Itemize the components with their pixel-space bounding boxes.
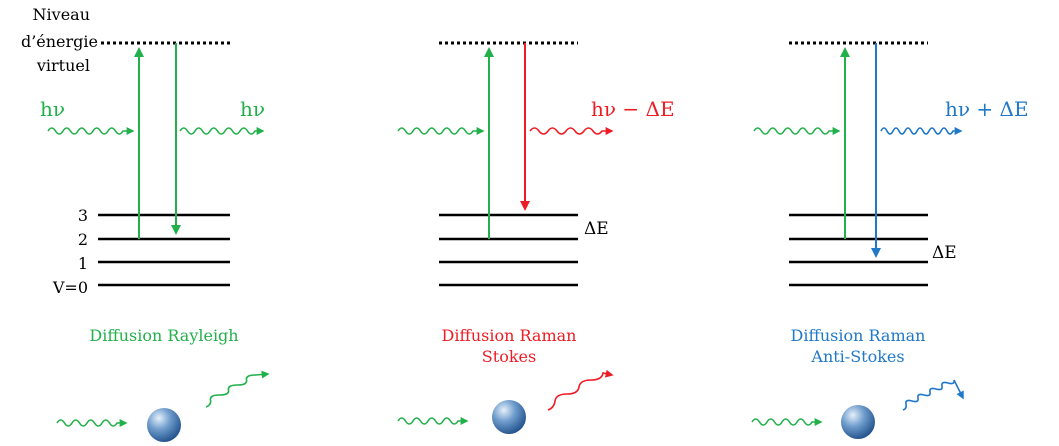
virtual-level-label: Niveau d’énergie virtuel (21, 5, 98, 75)
stokes-photon-label: hν − ΔE (591, 97, 675, 121)
virtual-level-label-line3: virtuel (36, 56, 90, 75)
incident-photon-wave (397, 127, 485, 135)
virtual-level-label-line1: Niveau (33, 5, 90, 24)
molecule-scattered-wave (902, 379, 964, 411)
molecule-incident-wave (751, 418, 823, 426)
incident-photon-wave (47, 127, 135, 135)
level-labels: 3 2 1 V=0 (52, 206, 88, 297)
rayleigh-title: Diffusion Rayleigh (89, 326, 238, 345)
scattered-photon-wave (529, 127, 614, 135)
delta-e-label: ΔE (932, 243, 957, 263)
virtual-level-label-line2: d’énergie (21, 32, 98, 51)
delta-e-label: ΔE (584, 219, 609, 239)
rayleigh-panel: hν hν Diffusion Rayleigh (40, 41, 270, 442)
antistokes-title-line1: Diffusion Raman (791, 326, 926, 345)
molecule-incident-wave (56, 419, 128, 427)
molecule-scattered-wave (205, 370, 270, 408)
molecule-sphere (841, 405, 875, 439)
scattered-photon-wave (179, 127, 265, 135)
level-label-1: 1 (78, 254, 88, 273)
molecule-sphere (147, 408, 181, 442)
antistokes-photon-label: hν + ΔE (945, 97, 1029, 121)
incident-photon-wave (753, 127, 841, 135)
scattered-photon-wave (880, 127, 963, 135)
level-label-2: 2 (78, 230, 88, 249)
level-label-3: 3 (78, 206, 88, 225)
molecule-incident-wave (397, 417, 469, 425)
molecule-sphere (492, 400, 526, 434)
stokes-title-line2: Stokes (482, 347, 536, 366)
scattered-photon-label: hν (240, 97, 265, 121)
antistokes-title-line2: Anti-Stokes (810, 347, 904, 366)
molecule-scattered-wave (547, 369, 614, 411)
level-label-0: V=0 (52, 278, 88, 297)
stokes-title-line1: Diffusion Raman (442, 326, 577, 345)
incident-photon-label: hν (40, 97, 65, 121)
antistokes-panel: hν + ΔE ΔE Diffusion Raman Anti-Stokes (751, 41, 1029, 439)
stokes-panel: hν − ΔE ΔE Diffusion Raman Stokes (397, 41, 675, 434)
